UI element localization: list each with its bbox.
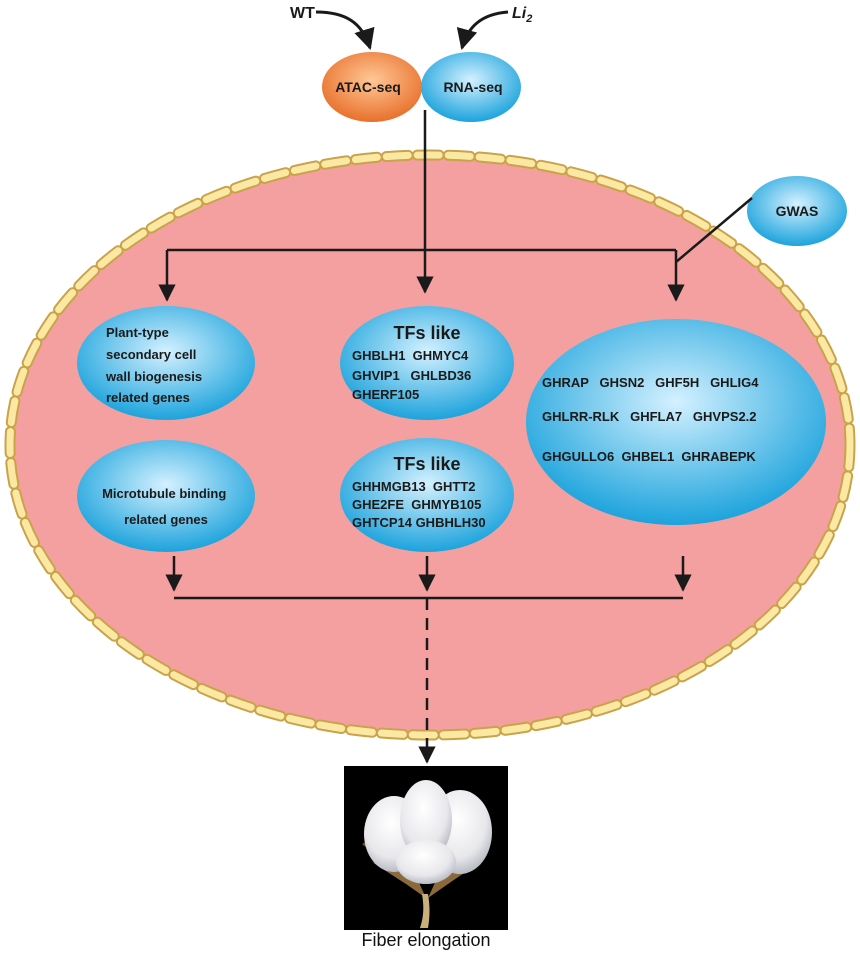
tf-group-2-node bbox=[340, 438, 514, 552]
rna-seq-label: RNA-seq bbox=[443, 79, 502, 95]
wt-arrow bbox=[315, 10, 375, 51]
cotton-boll-photo bbox=[344, 766, 508, 930]
gwas-connector bbox=[675, 197, 753, 263]
microtubule-genes-node bbox=[77, 440, 255, 552]
tf-group-1-title: TFs like bbox=[393, 323, 460, 343]
gwas-genes-node bbox=[526, 319, 826, 525]
cell-wall-genes-label: Plant-type secondary cell wall biogenesi… bbox=[105, 325, 206, 405]
rna-seq-node bbox=[421, 52, 521, 122]
cell-wall-genes-node bbox=[77, 306, 255, 420]
tf-group-2-genes: GHHMGB13 GHTT2 GHE2FE GHMYB105 GHTCP14 G… bbox=[0, 0, 499, 530]
gwas-label: GWAS bbox=[776, 203, 819, 219]
gwas-node bbox=[747, 176, 847, 246]
atac-seq-label: ATAC-seq bbox=[335, 79, 401, 95]
li2-label: Li2 bbox=[512, 5, 532, 25]
gwas-genes-list: GHRAP GHSN2 GHF5H GHLIG4 GHLRR-RLK GHFLA… bbox=[0, 0, 777, 464]
wt-label: WT bbox=[290, 5, 315, 22]
cotton-boll-illustration bbox=[362, 780, 492, 928]
tf-group-1-node bbox=[340, 306, 514, 420]
tf-group-1-genes: GHBLH1 GHMYC4 GHVIP1 GHLBD36 GHERF105 bbox=[0, 0, 489, 402]
microtubule-genes-label: Microtubule binding related genes bbox=[102, 486, 230, 527]
li2-arrow bbox=[456, 10, 509, 51]
atac-seq-node bbox=[322, 52, 422, 122]
cell-membrane-inner bbox=[6, 151, 854, 739]
fiber-elongation-caption: Fiber elongation bbox=[361, 930, 491, 950]
tf-group-2-title: TFs like bbox=[393, 454, 460, 474]
